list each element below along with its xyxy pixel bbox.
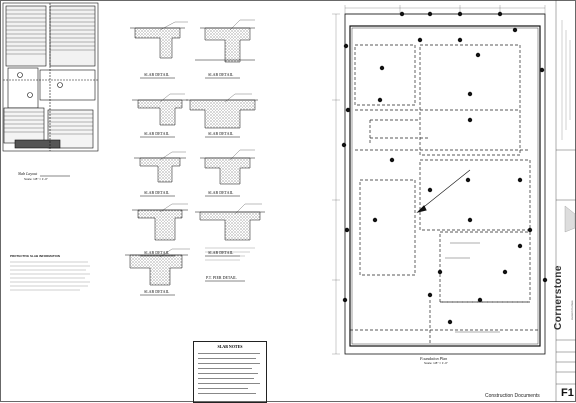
slab-layout-scale: Scale: 1/8" = 1'-0" xyxy=(24,177,48,181)
slab-detail-label: SLAB DETAIL xyxy=(208,72,234,77)
title-block-lines xyxy=(555,0,576,402)
slab-detail-label: SLAB DETAIL xyxy=(144,131,170,136)
slab-detail-label: SLAB DETAIL xyxy=(144,289,170,294)
slab-detail-label: SLAB DETAIL xyxy=(208,190,234,195)
foundation-plan xyxy=(332,5,546,355)
post-tension-title: PROTECTIVE SLAB INFORMATION xyxy=(10,254,60,258)
slab-detail-label: SLAB DETAIL xyxy=(144,72,170,77)
slab-detail-label: SLAB DETAIL xyxy=(208,250,234,255)
sheet-number: F1 xyxy=(561,387,574,399)
slab-layout-plan xyxy=(2,2,99,152)
slab-layout-title: Slab Layout xyxy=(18,171,38,176)
brand-logo-text: Cornerstone xyxy=(553,265,564,330)
brand-subtitle: custom homes xyxy=(570,300,574,320)
foundation-plan-scale: Scale: 1/8" = 1'-0" xyxy=(424,361,448,365)
pier-detail-label: P.T. PIER DETAIL xyxy=(206,275,237,280)
slab-details xyxy=(125,27,265,286)
slab-notes-title: SLAB NOTES xyxy=(217,344,243,349)
foundation-plan-title: Foundation Plan xyxy=(420,356,448,361)
construction-documents-label: Construction Documents xyxy=(485,393,540,399)
slab-detail-label: SLAB DETAIL xyxy=(144,250,170,255)
slab-detail-label: SLAB DETAIL xyxy=(208,131,234,136)
slab-notes-box: SLAB NOTES xyxy=(193,341,267,403)
slab-detail-label: SLAB DETAIL xyxy=(144,190,170,195)
